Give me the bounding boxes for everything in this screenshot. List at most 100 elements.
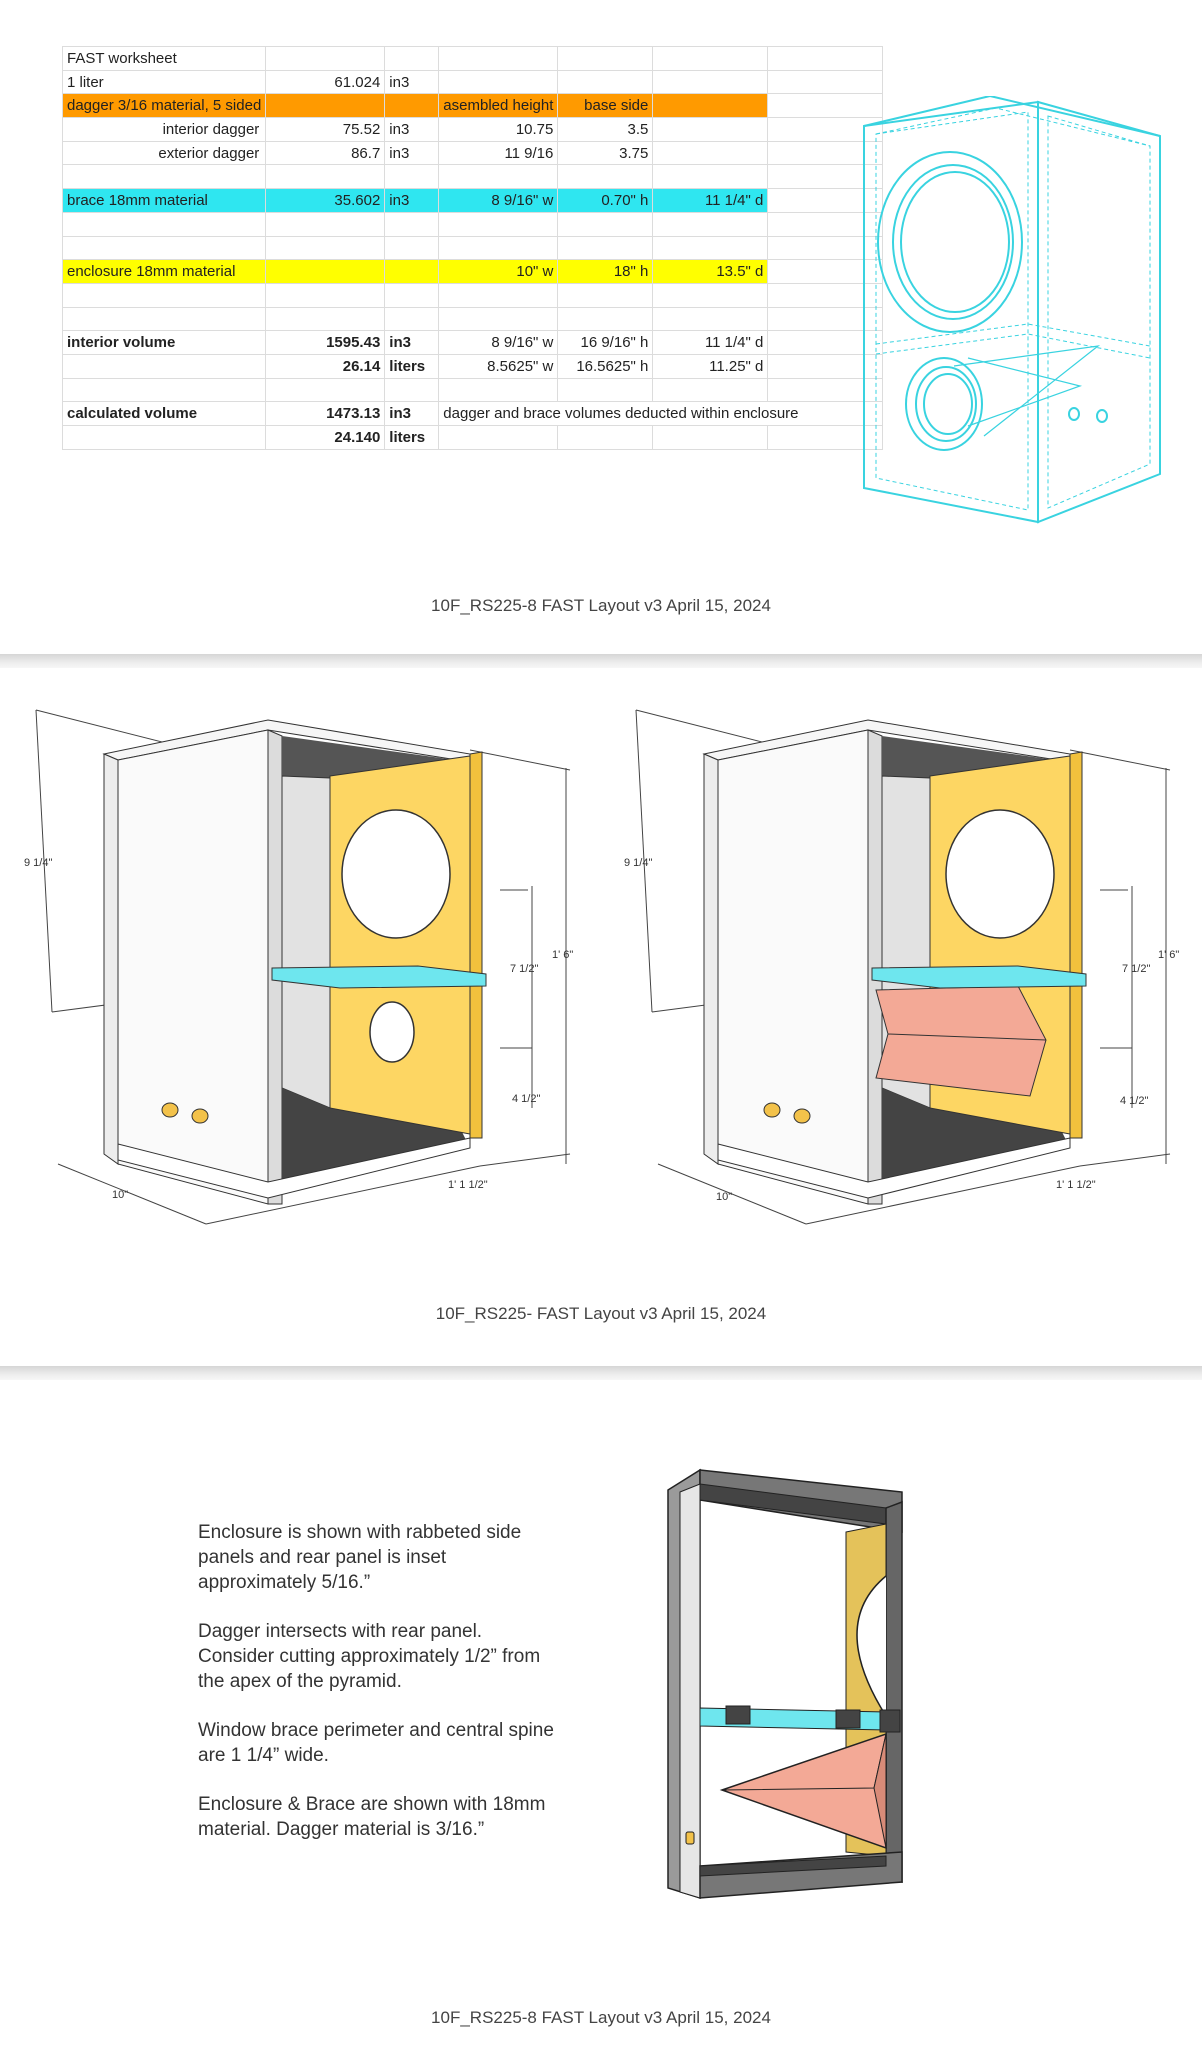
- dim-left-depth: 1' 1 1/2": [448, 1179, 488, 1191]
- worksheet-cell: [557, 282, 654, 308]
- worksheet-cell: 0.70" h: [557, 188, 654, 213]
- cutaway-panel: 9 1/4" 7 1/2" 1' 6" 4 1/2" 10" 1' 1 1/2": [0, 668, 1202, 1366]
- dim-right-total: 1' 6": [1158, 949, 1179, 961]
- worksheet-cell: [652, 425, 769, 450]
- worksheet-cell: [384, 235, 440, 261]
- worksheet-cell: 3.75: [557, 140, 654, 166]
- dim-left-total: 1' 6": [552, 949, 573, 961]
- worksheet-cell: 35.602: [265, 188, 386, 213]
- worksheet-cell: [384, 306, 440, 332]
- dim-right-upper: 7 1/2": [1122, 963, 1150, 975]
- worksheet-cell: [652, 306, 769, 332]
- worksheet-cell: [384, 377, 440, 403]
- cabinet-wireframe-icon: [863, 96, 1161, 524]
- worksheet-cell: [557, 235, 654, 261]
- worksheet-cell: 1595.43: [265, 330, 386, 355]
- panel3-caption: 10F_RS225-8 FAST Layout v3 April 15, 202…: [431, 2008, 771, 2027]
- panel-divider: [0, 654, 1202, 668]
- worksheet-row: [61, 235, 884, 261]
- worksheet-cell: in3: [384, 330, 440, 355]
- worksheet-cell: [265, 282, 386, 308]
- worksheet-row: [61, 164, 884, 190]
- worksheet-cell: 3.5: [557, 117, 654, 142]
- worksheet-cell: [767, 46, 884, 71]
- worksheet-cell: [438, 164, 559, 190]
- worksheet-cell: 16.5625" h: [557, 353, 654, 379]
- worksheet-cell: interior volume: [61, 330, 267, 355]
- panel-divider: [0, 1366, 1202, 1380]
- worksheet-cell: [557, 164, 654, 190]
- worksheet-cell: [61, 306, 267, 332]
- construction-notes: Enclosure is shown with rabbeted side pa…: [198, 1520, 558, 1866]
- worksheet-cell: dagger 3/16 material, 5 sided: [61, 93, 267, 119]
- worksheet-cell: [265, 164, 386, 190]
- worksheet-cell: 26.14: [265, 353, 386, 379]
- worksheet-cell: 8 9/16" w: [438, 330, 559, 355]
- worksheet-cell: [652, 164, 769, 190]
- worksheet-cell: in3: [384, 188, 440, 213]
- worksheet-cell: [61, 353, 267, 379]
- worksheet-cell: [557, 69, 654, 95]
- worksheet-cell: in3: [384, 69, 440, 95]
- worksheet-row: dagger 3/16 material, 5 sided asembled he…: [61, 93, 884, 119]
- worksheet-cell: asembled height: [438, 93, 559, 119]
- worksheet-cell: 86.7: [265, 140, 386, 166]
- worksheet-cell: [265, 93, 386, 119]
- worksheet-cell: brace 18mm material: [61, 188, 267, 213]
- worksheet-cell: [61, 235, 267, 261]
- worksheet-cell: [438, 235, 559, 261]
- worksheet-cell: [438, 306, 559, 332]
- worksheet-cell: [61, 211, 267, 237]
- worksheet-cell: [265, 377, 386, 403]
- worksheet-cell: [767, 69, 884, 95]
- worksheet-cell: [384, 164, 440, 190]
- worksheet-row: FAST worksheet: [61, 46, 884, 71]
- worksheet-cell: [652, 140, 769, 166]
- worksheet-cell: [652, 117, 769, 142]
- worksheet-cell: [438, 69, 559, 95]
- note-window-brace: Window brace perimeter and central spine…: [198, 1720, 554, 1766]
- dim-right-width: 10": [716, 1191, 732, 1203]
- worksheet-cell: [384, 282, 440, 308]
- worksheet-cell: [61, 164, 267, 190]
- worksheet-cell: dagger and brace volumes deducted within…: [438, 401, 884, 426]
- panel1-caption: 10F_RS225-8 FAST Layout v3 April 15, 202…: [431, 596, 771, 615]
- worksheet-cell: [557, 46, 654, 71]
- worksheet-cell: [652, 211, 769, 237]
- worksheet-cell: [384, 211, 440, 237]
- note-rabbeted-panels: Enclosure is shown with rabbeted side pa…: [198, 1522, 522, 1593]
- dim-left-depth-top: 9 1/4": [24, 857, 52, 869]
- worksheet-cell: 16 9/16" h: [557, 330, 654, 355]
- worksheet-row: [61, 377, 884, 403]
- worksheet-cell: 1 liter: [61, 69, 267, 95]
- worksheet-cell: 11 1/4" d: [652, 188, 769, 213]
- worksheet-cell: [61, 425, 267, 450]
- worksheet-cell: [438, 377, 559, 403]
- worksheet-cell: [652, 282, 769, 308]
- worksheet-cell: FAST worksheet: [61, 46, 267, 71]
- worksheet-cell: liters: [384, 425, 440, 450]
- dim-left-width: 10": [112, 1189, 128, 1201]
- worksheet-cell: [265, 306, 386, 332]
- worksheet-cell: 75.52: [265, 117, 386, 142]
- worksheet-cell: 11 1/4" d: [652, 330, 769, 355]
- worksheet-cell: [557, 425, 654, 450]
- worksheet-cell: 11.25" d: [652, 353, 769, 379]
- worksheet-cell: [557, 211, 654, 237]
- worksheet-cell: [652, 69, 769, 95]
- cabinet-cutaway-dagger-icon: 9 1/4" 7 1/2" 1' 6" 4 1/2" 10" 1' 1 1/2": [624, 709, 1179, 1225]
- worksheet-cell: in3: [384, 401, 440, 426]
- worksheet-cell: 10.75: [438, 117, 559, 142]
- note-dagger-cut: Dagger intersects with rear panel. Consi…: [198, 1621, 541, 1692]
- worksheet-cell: [265, 235, 386, 261]
- dim-right-depth: 1' 1 1/2": [1056, 1179, 1096, 1191]
- dim-right-lower: 4 1/2": [1120, 1095, 1148, 1107]
